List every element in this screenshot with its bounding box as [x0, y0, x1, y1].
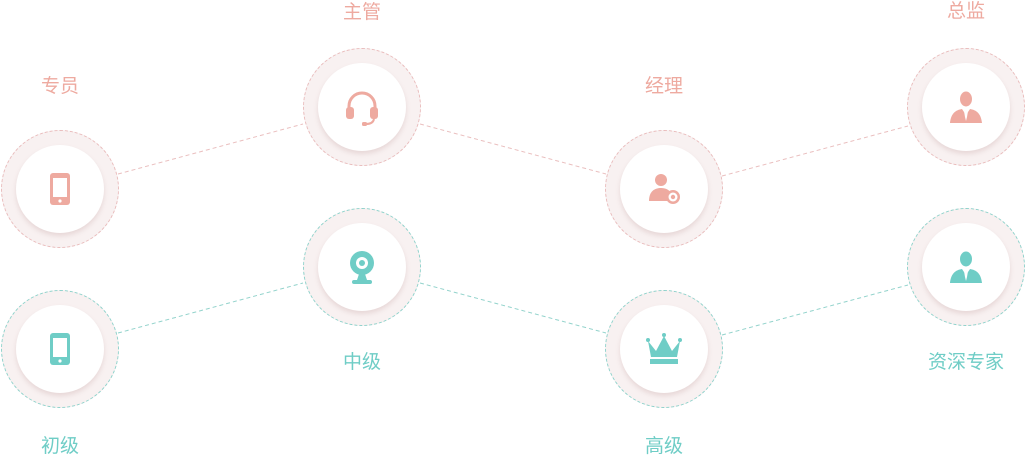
connector-zhongji-gaoji: [419, 282, 607, 334]
label-zhongji: 中级: [342, 351, 381, 373]
node-zhuanyuan-disc: [16, 145, 104, 233]
node-zhongji-disc: [318, 223, 406, 311]
node-chuji: [1, 290, 119, 408]
businessman-icon: [950, 251, 982, 283]
connector-zhuanyuan-zhuguan: [117, 123, 304, 175]
connector-zhuguan-jingli: [419, 123, 607, 175]
node-gaoji-disc: [620, 305, 708, 393]
connector-jingli-zongjian: [721, 125, 909, 177]
node-zhuanyuan: [1, 130, 119, 248]
node-jingli-disc: [620, 145, 708, 233]
node-zongjian-disc: [922, 63, 1010, 151]
label-jingli: 经理: [644, 75, 683, 97]
node-chuji-disc: [16, 305, 104, 393]
node-zongjian: [907, 48, 1025, 166]
node-zishenzhuanjia: [907, 208, 1025, 326]
label-zongjian: 总监: [946, 0, 985, 22]
user-settings-icon: [649, 174, 680, 204]
label-chuji: 初级: [40, 435, 79, 457]
node-zhuguan: [303, 48, 421, 166]
label-zhuguan: 主管: [342, 1, 381, 23]
label-zishenzhuanjia: 资深专家: [927, 351, 1004, 373]
smartphone-icon: [50, 173, 70, 205]
label-zhuanyuan: 专员: [40, 75, 79, 97]
node-zhongji: [303, 208, 421, 326]
node-gaoji: [605, 290, 723, 408]
crown-icon: [646, 333, 682, 364]
connector-gaoji-zishenzhuanjia: [721, 284, 909, 336]
node-zhuguan-disc: [318, 63, 406, 151]
businessman-icon: [950, 91, 982, 123]
connector-chuji-zhongji: [117, 282, 304, 334]
label-gaoji: 高级: [644, 435, 683, 457]
node-zishenzhuanjia-disc: [922, 223, 1010, 311]
smartphone-icon: [50, 333, 70, 365]
node-jingli: [605, 130, 723, 248]
webcam-icon: [350, 251, 374, 284]
headset-icon: [346, 91, 378, 126]
